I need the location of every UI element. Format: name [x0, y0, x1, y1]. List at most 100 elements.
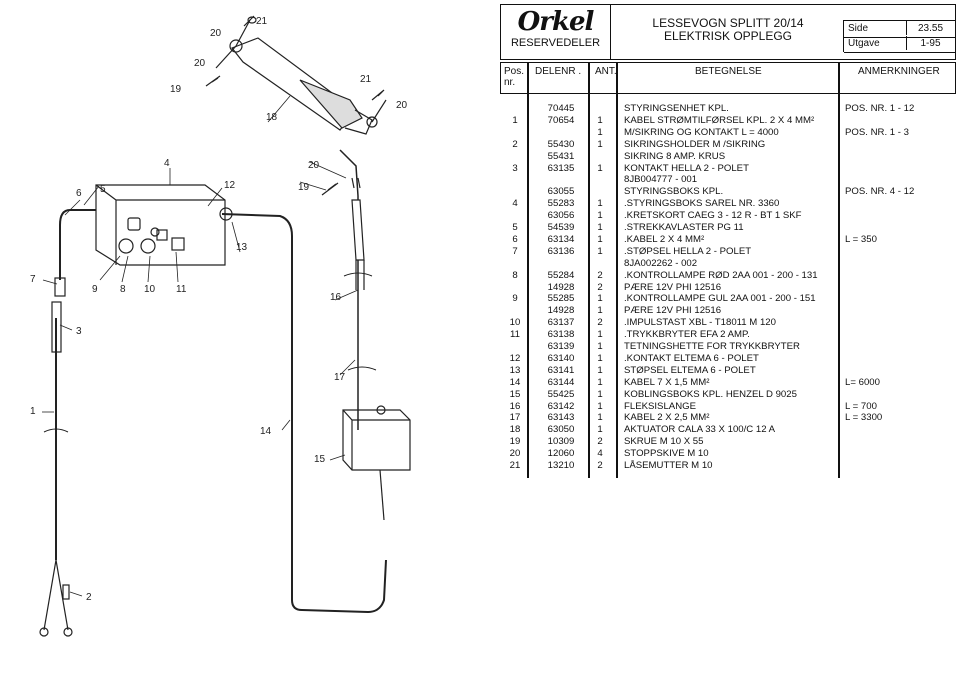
row-delenr: 54539 — [547, 222, 575, 233]
divider — [527, 62, 529, 478]
row-anmerkning: POS. NR. 4 - 12 — [845, 186, 915, 198]
row-pos: 13 — [509, 364, 521, 376]
row-ant: 2 — [597, 460, 603, 471]
row-pos: 17 — [509, 412, 521, 424]
row-pos: 20 — [509, 448, 521, 460]
row-betegnelse: .KONTAKT ELTEMA 6 - POLET — [624, 352, 759, 364]
table-row: 8JB004777 - 001 — [500, 174, 956, 186]
row-betegnelse: SKRUE M 10 X 55 — [624, 436, 704, 448]
row-ant: 1 — [597, 138, 603, 150]
callout-9: 9 — [92, 284, 98, 295]
row-delenr: 10309 — [547, 436, 575, 448]
callout-21: 21 — [256, 16, 268, 27]
row-betegnelse: STYRINGSENHET KPL. — [624, 103, 729, 114]
row-delenr: 70445 — [547, 103, 575, 114]
fastener-parts — [205, 15, 385, 196]
row-betegnelse: .STREKKAVLASTER PG 11 — [624, 222, 744, 233]
row-delenr: 70654 — [547, 114, 575, 126]
row-anmerkning: L = 3300 — [845, 412, 883, 424]
callout-18: 18 — [266, 112, 278, 123]
row-delenr: 63137 — [547, 317, 575, 329]
side-label: Side — [848, 23, 869, 34]
row-betegnelse: 8JA002262 - 002 — [624, 257, 698, 269]
row-delenr: 55430 — [547, 138, 575, 150]
row-ant: 2 — [597, 281, 603, 293]
callout-14: 14 — [260, 426, 272, 437]
row-betegnelse: 8JB004777 - 001 — [624, 174, 698, 186]
row-ant: 2 — [597, 269, 603, 281]
table-row: 14928 2 PÆRE 12V PHI 12516 — [500, 282, 956, 294]
callout-19: 19 — [170, 84, 182, 95]
row-betegnelse: KABEL 2 X 2,5 MM² — [624, 412, 710, 424]
row-ant: 1 — [597, 114, 603, 126]
side-value: 23.55 — [906, 21, 954, 35]
callout-7: 7 — [30, 274, 36, 285]
row-pos: 6 — [512, 233, 518, 245]
row-betegnelse: .KONTROLLAMPE RØD 2AA 001 - 200 - 131 — [624, 269, 818, 281]
row-ant: 1 — [597, 198, 603, 210]
row-betegnelse: AKTUATOR CALA 33 X 100/C 12 A — [624, 424, 776, 436]
column-header: Pos.nr. DELENR . ANT. BETEGNELSE ANMERKN… — [500, 62, 956, 94]
title-line-1: LESSEVOGN SPLITT 20/14 — [652, 16, 804, 30]
row-betegnelse: SIKRING 8 AMP. KRUS — [624, 150, 726, 162]
row-anmerkning: POS. NR. 1 - 3 — [845, 126, 909, 138]
row-ant: 4 — [597, 448, 603, 460]
callout-5: 5 — [100, 184, 106, 195]
row-delenr: 63140 — [547, 352, 575, 364]
row-ant: 1 — [597, 222, 603, 233]
row-delenr: 55283 — [547, 198, 575, 210]
page-meta: Side 23.55 Utgave 1-95 — [843, 20, 956, 53]
row-pos: 3 — [512, 162, 518, 174]
row-betegnelse: PÆRE 12V PHI 12516 — [624, 281, 722, 293]
row-delenr: 63139 — [547, 341, 575, 352]
row-betegnelse: KABEL 7 X 1,5 MM² — [624, 376, 710, 388]
row-pos: 12 — [509, 352, 521, 364]
row-ant: 1 — [597, 329, 603, 341]
row-delenr: 14928 — [547, 281, 575, 293]
row-anmerkning: POS. NR. 1 - 12 — [845, 103, 915, 114]
row-ant: 2 — [597, 436, 603, 448]
row-delenr: 63134 — [547, 233, 575, 245]
row-delenr: 12060 — [547, 448, 575, 460]
row-ant: 1 — [597, 364, 603, 376]
divider — [616, 62, 618, 478]
callout-20: 20 — [210, 28, 222, 39]
row-ant: 2 — [597, 317, 603, 329]
row-pos: 8 — [512, 269, 518, 281]
table-row: 63055 STYRINGSBOKS KPL. POS. NR. 4 - 12 — [500, 186, 956, 198]
divider — [588, 62, 590, 478]
callout-20c: 20 — [396, 100, 408, 111]
utgave-value: 1-95 — [906, 36, 954, 50]
callout-10: 10 — [144, 284, 156, 295]
document-title: LESSEVOGN SPLITT 20/14 ELEKTRISK OPPLEGG — [613, 5, 843, 59]
row-delenr: 63138 — [547, 329, 575, 341]
divider — [838, 62, 840, 478]
row-delenr: 55425 — [547, 388, 575, 400]
col-anmerkninger: ANMERKNINGER — [858, 66, 940, 77]
utgave-label: Utgave — [848, 38, 880, 49]
table-row: 8JA002262 - 002 — [500, 258, 956, 270]
row-betegnelse: .TRYKKBRYTER EFA 2 AMP. — [624, 329, 750, 341]
row-delenr: 63055 — [547, 186, 575, 198]
row-betegnelse: FLEKSISLANGE — [624, 400, 696, 412]
row-betegnelse: .STYRINGSBOKS SAREL NR. 3360 — [624, 198, 780, 210]
row-ant: 1 — [597, 305, 603, 317]
row-betegnelse: STYRINGSBOKS KPL. — [624, 186, 724, 198]
row-delenr: 63141 — [547, 364, 575, 376]
callout-12: 12 — [224, 180, 236, 191]
callout-6: 6 — [76, 188, 82, 199]
